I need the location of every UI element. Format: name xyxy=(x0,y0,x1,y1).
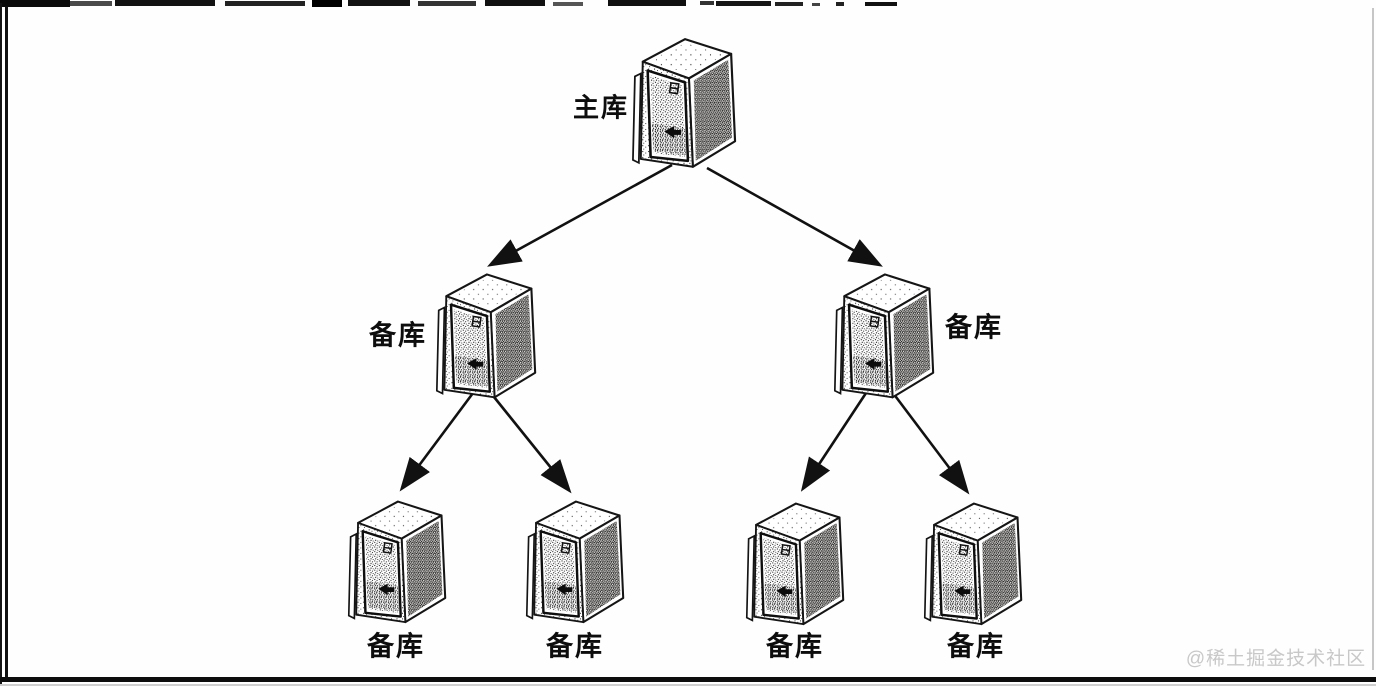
node-label-standby-leaf-1: 备库 xyxy=(367,631,425,662)
frame-bottom-shadow-line xyxy=(0,684,1376,686)
server-icon-standby-right xyxy=(833,273,935,399)
server-icon-master xyxy=(631,37,737,169)
edge-standby-right-to-leaf-3 xyxy=(800,389,870,492)
page-top-scan-artifact xyxy=(0,0,1376,10)
server-icon-standby-leaf-4 xyxy=(923,502,1023,626)
node-label-master: 主库 xyxy=(572,92,630,123)
edge-master-to-standby-right xyxy=(706,166,883,267)
node-label-standby-leaf-4: 备库 xyxy=(947,631,1005,662)
server-icon-standby-leaf-1 xyxy=(347,500,447,624)
node-label-standby-left: 备库 xyxy=(369,320,427,351)
frame-bottom-line xyxy=(0,677,1376,682)
edge-standby-left-to-leaf-1 xyxy=(399,388,478,492)
server-icon-standby-leaf-2 xyxy=(525,500,625,624)
server-icon-standby-leaf-3 xyxy=(745,502,845,626)
server-icon-standby-left xyxy=(435,273,537,399)
node-label-standby-leaf-3: 备库 xyxy=(766,631,824,662)
watermark-text: @稀土掘金技术社区 xyxy=(1185,648,1367,670)
edge-standby-left-to-leaf-2 xyxy=(488,391,572,494)
node-label-standby-leaf-2: 备库 xyxy=(546,631,604,662)
replication-arrows xyxy=(399,163,970,495)
frame-left-inner-line xyxy=(5,6,8,681)
edge-master-to-standby-left xyxy=(487,163,673,267)
edge-standby-right-to-leaf-4 xyxy=(891,392,970,495)
frame-left-outer-line xyxy=(0,3,2,685)
node-label-standby-right: 备库 xyxy=(945,312,1003,343)
frame-right-line xyxy=(1372,8,1374,670)
